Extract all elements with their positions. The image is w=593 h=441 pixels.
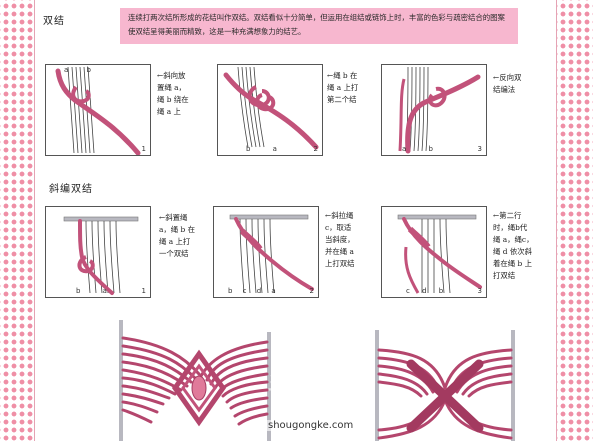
step-1-strand-labels: a b [64, 66, 99, 74]
diagonal-step-1-strand-labels: b a [76, 287, 117, 295]
step-2-strand-labels: b a [246, 145, 287, 153]
watermark-url: shougongke.com [266, 420, 356, 431]
diagonal-step-2-strand-labels: b c d a [228, 287, 280, 295]
watermark-logo: 手工客 [267, 371, 369, 406]
step-2-diagram: b a 2 [217, 64, 323, 156]
bead-knot-sample [119, 320, 271, 441]
diagonal-step-1-diagram: b a 1 [45, 206, 151, 298]
step-3-number: 3 [477, 145, 482, 153]
page-content: 双结 连续打两次结所形成的花结叫作双结。双结看似十分简单，但运用在组结或链饰上时… [35, 0, 556, 441]
step-3-strand-labels: a b [402, 145, 443, 153]
step-3-caption: ←反向双 结编法 [493, 73, 522, 94]
step-1-diagram: a b 1 [45, 64, 151, 156]
diagonal-step-3-diagram: c d b 3 [381, 206, 487, 298]
diagonal-step-3-strand-labels: c d b [406, 287, 449, 295]
diagonal-step-1-number: 1 [141, 287, 146, 295]
double-knot-title: 双结 [43, 16, 65, 27]
step-3-diagram: a b 3 [381, 64, 487, 156]
diagonal-step-3-caption: ←第二行 时，绳b代 绳 a，绳c， 绳 d 依次斜 着在绳 b 上 打双结 [493, 211, 534, 280]
diagonal-step-1-caption: ←斜置绳 a，绳 b 在 绳 a 上打 一个双结 [159, 213, 196, 258]
step-1-number: 1 [141, 145, 146, 153]
step-2-number: 2 [313, 145, 318, 153]
diagonal-knot-title: 斜编双结 [49, 184, 93, 195]
diagonal-step-2-diagram: b c d a 2 [213, 206, 319, 298]
diagonal-step-3-number: 3 [477, 287, 482, 295]
intro-text-box: 连续打两次结所形成的花结叫作双结。双结看似十分简单，但运用在组结或链饰上时，丰富… [120, 8, 518, 44]
diagonal-step-2-number: 2 [309, 287, 314, 295]
diagonal-step-2-caption: ←斜拉绳 c，取适 当斜度， 并在绳 a 上打双结 [325, 211, 355, 268]
step-1-caption: ←斜向放 置绳 a， 绳 b 绕在 绳 a 上 [157, 71, 189, 116]
left-polka-dot-border [0, 0, 35, 441]
right-polka-dot-border [556, 0, 593, 441]
cross-knot-sample [375, 330, 515, 441]
step-2-caption: ←绳 b 在 绳 a 上打 第二个结 [327, 71, 359, 104]
